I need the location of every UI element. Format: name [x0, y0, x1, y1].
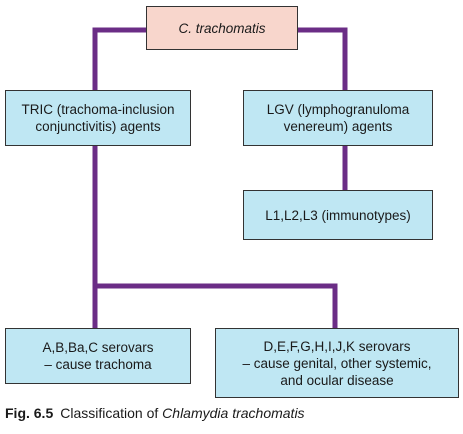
caption-text: Classification of: [60, 405, 159, 421]
connector-root-to-tric: [92, 27, 149, 93]
caption-species-name: Chlamydia trachomatis: [162, 405, 305, 421]
connector-tric-to-serovars: [92, 143, 338, 331]
figure-number: Fig. 6.5: [5, 405, 54, 421]
figure-caption: Fig. 6.5 Classification of Chlamydia trac…: [5, 405, 460, 421]
node-abc-serovars: A,B,Ba,C serovars – cause trachoma: [5, 328, 191, 384]
root-node-c-trachomatis: C. trachomatis: [146, 6, 298, 50]
node-lgv-agents: LGV (lymphogranuloma venereum) agents: [243, 90, 433, 146]
node-d-to-k-serovars: D,E,F,G,H,I,J,K serovars – cause genital…: [215, 328, 459, 398]
node-lgv-immunotypes: L1,L2,L3 (immunotypes): [243, 190, 433, 240]
connector-root-to-lgv: [295, 27, 348, 93]
node-tric-agents: TRIC (trachoma-inclusion conjunctivitis)…: [5, 90, 191, 146]
